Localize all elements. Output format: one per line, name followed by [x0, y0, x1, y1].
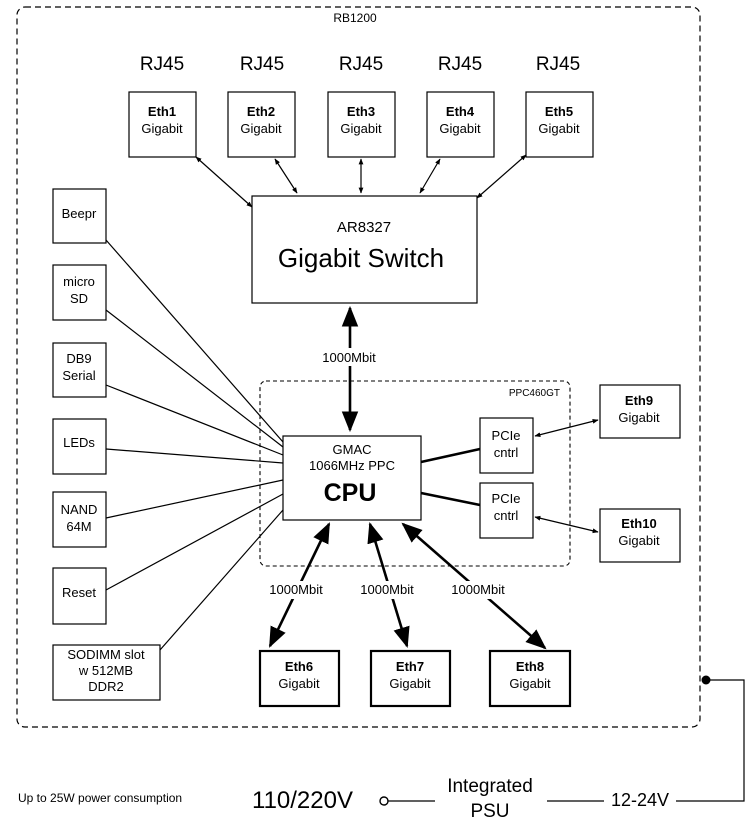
peripheral-sodimm: SODIMM slot w 512MB DDR2 [52, 644, 161, 701]
link-pcie1-eth9 [534, 419, 599, 437]
port-eth5: Eth5 Gigabit [525, 91, 594, 158]
port-eth9: Eth9 Gigabit [599, 384, 681, 439]
peripheral-reset: Reset [52, 567, 107, 625]
svg-text:Reset: Reset [62, 585, 96, 600]
cpu-label: CPU [324, 479, 377, 507]
switch-model: AR8327 [337, 219, 391, 236]
svg-text:Gigabit: Gigabit [509, 676, 551, 691]
svg-text:w 512MB: w 512MB [78, 663, 133, 678]
cpu-gmac: GMAC [333, 442, 372, 457]
link-label-switch-cpu: 1000Mbit [322, 350, 376, 365]
link-cpu-pcie2 [420, 491, 481, 507]
svg-text:Gigabit: Gigabit [340, 121, 382, 136]
power-consumption-note: Up to 25W power consumption [18, 791, 182, 805]
svg-text:Eth5: Eth5 [545, 104, 573, 119]
svg-text:LEDs: LEDs [63, 435, 95, 450]
power-input-terminal [379, 796, 389, 806]
link-eth5-switch [476, 154, 527, 199]
link-leds-cpu [105, 448, 284, 464]
port-eth3: Eth3 Gigabit [327, 91, 396, 158]
svg-text:Beepr: Beepr [62, 206, 97, 221]
svg-text:Gigabit: Gigabit [538, 121, 580, 136]
port-eth10: Eth10 Gigabit [599, 508, 681, 563]
svg-text:Gigabit: Gigabit [278, 676, 320, 691]
svg-text:Eth8: Eth8 [516, 659, 544, 674]
rj45-label-5: RJ45 [536, 54, 580, 75]
switch-label: Gigabit Switch [278, 243, 444, 273]
power-board-connection [701, 675, 711, 685]
link-pcie2-eth10 [534, 515, 599, 534]
svg-text:DDR2: DDR2 [88, 679, 123, 694]
rj45-label-1: RJ45 [140, 54, 184, 75]
port-eth2: Eth2 Gigabit [227, 91, 296, 158]
svg-text:PCIe: PCIe [492, 491, 521, 506]
link-microsd-cpu [105, 309, 284, 448]
svg-text:cntrl: cntrl [494, 445, 519, 460]
svg-text:Gigabit: Gigabit [618, 410, 660, 425]
svg-text:NAND: NAND [61, 502, 98, 517]
svg-text:micro: micro [63, 274, 95, 289]
peripheral-micro-sd: micro SD [52, 264, 107, 321]
svg-text:Gigabit: Gigabit [389, 676, 431, 691]
pcie-controller-2: PCIe cntrl [479, 482, 534, 539]
cpu: GMAC 1066MHz PPC CPU [282, 435, 422, 521]
link-serial-cpu [105, 384, 284, 456]
rj45-label-2: RJ45 [240, 54, 284, 75]
peripheral-leds: LEDs [52, 418, 107, 475]
peripheral-nand: NAND 64M [52, 491, 107, 548]
port-eth1: Eth1 Gigabit [128, 91, 197, 158]
link-eth4-switch [419, 158, 441, 194]
pcie-controller-1: PCIe cntrl [479, 417, 534, 474]
rj45-label-4: RJ45 [438, 54, 482, 75]
svg-text:Eth7: Eth7 [396, 659, 424, 674]
port-eth8: Eth8 Gigabit [488, 649, 572, 708]
svg-text:Gigabit: Gigabit [240, 121, 282, 136]
link-reset-cpu [105, 493, 284, 591]
svg-text:DB9: DB9 [66, 351, 91, 366]
svg-text:Eth1: Eth1 [148, 104, 176, 119]
svg-text:Gigabit: Gigabit [439, 121, 481, 136]
peripheral-db9-serial: DB9 Serial [52, 342, 107, 398]
svg-text:PCIe: PCIe [492, 428, 521, 443]
svg-text:SD: SD [70, 291, 88, 306]
svg-text:Eth6: Eth6 [285, 659, 313, 674]
psu-label-line2: PSU [470, 801, 509, 822]
svg-text:Eth9: Eth9 [625, 393, 653, 408]
svg-text:Eth2: Eth2 [247, 104, 275, 119]
link-beepr-cpu [105, 239, 284, 443]
svg-text:SODIMM slot: SODIMM slot [67, 647, 145, 662]
svg-text:cntrl: cntrl [494, 508, 519, 523]
power-output-voltage: 12-24V [611, 790, 669, 810]
link-eth1-switch [195, 156, 253, 208]
svg-text:Gigabit: Gigabit [141, 121, 183, 136]
power-input-voltage: 110/220V [252, 787, 353, 814]
port-eth6: Eth6 Gigabit [258, 649, 341, 708]
svg-text:Eth3: Eth3 [347, 104, 375, 119]
rj45-label-3: RJ45 [339, 54, 383, 75]
link-label-eth7: 1000Mbit [360, 582, 414, 597]
link-eth2-switch [274, 158, 298, 194]
svg-text:Eth4: Eth4 [446, 104, 475, 119]
gigabit-switch: AR8327 Gigabit Switch [251, 195, 478, 304]
board-title: RB1200 [333, 11, 377, 25]
psu-label-line1: Integrated [447, 776, 533, 797]
svg-text:Eth10: Eth10 [621, 516, 656, 531]
port-eth7: Eth7 Gigabit [369, 649, 452, 708]
link-label-eth6: 1000Mbit [269, 582, 323, 597]
link-cpu-pcie1 [420, 447, 481, 464]
cpu-group-label: PPC460GT [509, 388, 560, 399]
cpu-freq: 1066MHz PPC [309, 458, 395, 473]
svg-text:64M: 64M [66, 519, 91, 534]
link-nand-cpu [105, 479, 284, 519]
peripheral-beepr: Beepr [52, 188, 107, 244]
svg-text:Serial: Serial [62, 368, 95, 383]
link-label-eth8: 1000Mbit [451, 582, 505, 597]
link-sodimm-cpu [159, 509, 284, 651]
port-eth4: Eth4 Gigabit [426, 91, 495, 158]
svg-text:Gigabit: Gigabit [618, 533, 660, 548]
board-outline [16, 6, 701, 728]
power-output-wire-right [676, 679, 745, 802]
